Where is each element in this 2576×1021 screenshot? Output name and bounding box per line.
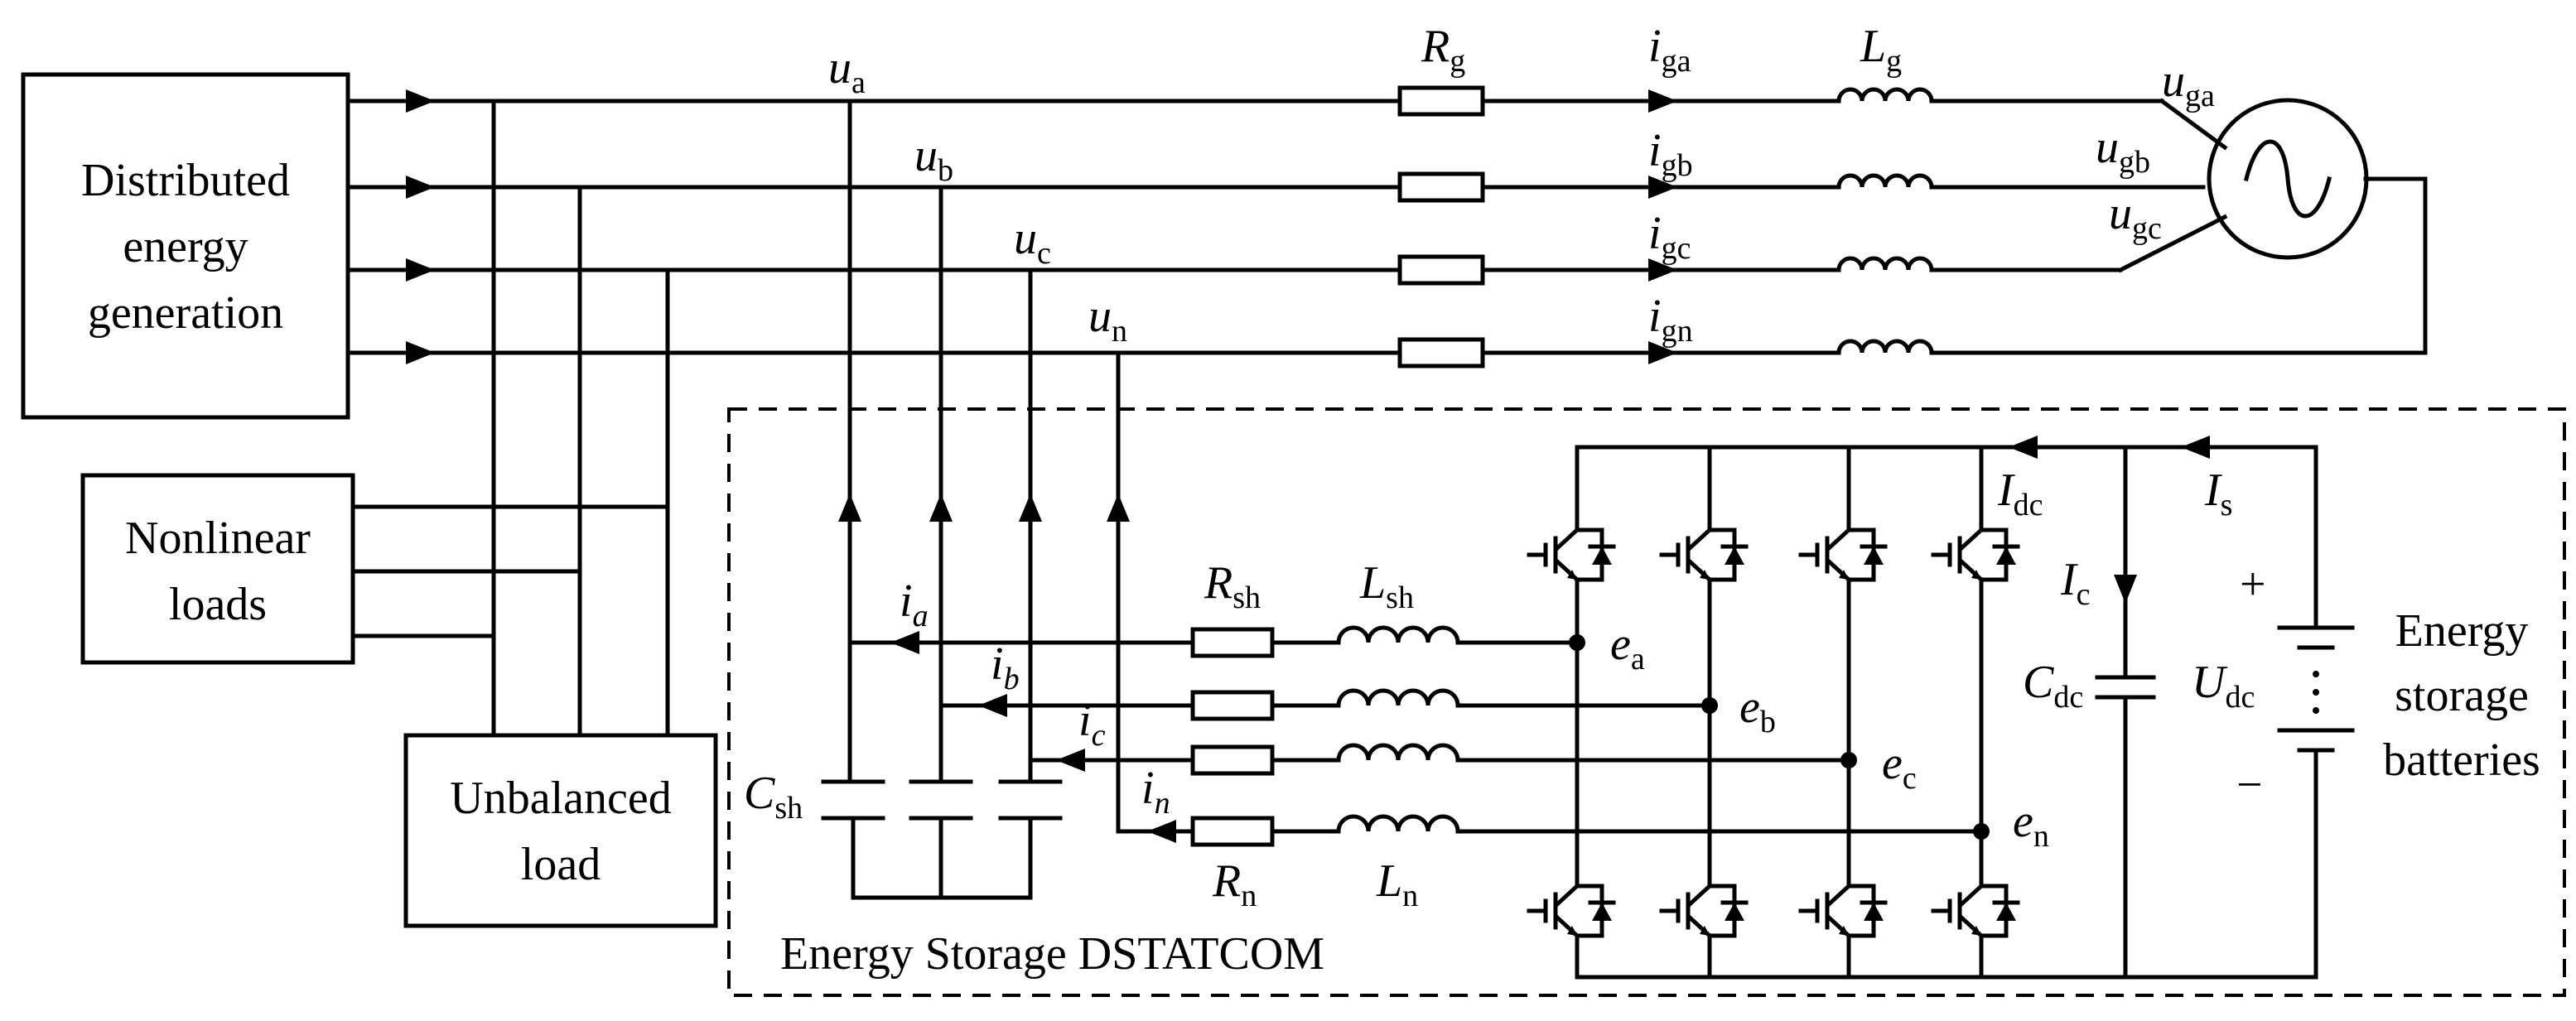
label-ic-dc: Ic	[2060, 554, 2091, 612]
unbalanced-load-block: Unbalanced load	[403, 733, 718, 928]
label-ugb: ugb	[2096, 122, 2150, 180]
label-uga: uga	[2162, 55, 2215, 113]
dc-link-capacitor	[2095, 445, 2156, 980]
label-ub: ub	[914, 130, 953, 188]
label-lg: Lg	[1860, 21, 1902, 79]
svg-text:Unbalanced: Unbalanced	[450, 773, 671, 824]
dstatcom-phase-taps	[838, 99, 1130, 834]
svg-text:loads: loads	[169, 579, 267, 630]
battery-minus: −	[2236, 759, 2263, 811]
label-iga: iga	[1648, 21, 1691, 79]
svg-text:load: load	[521, 839, 601, 890]
label-ugc: ugc	[2109, 188, 2162, 246]
label-ic: ic	[1078, 695, 1106, 753]
inverter-bridge	[1529, 436, 2318, 980]
storage-label-1: Energy	[2395, 605, 2529, 657]
label-ua: ua	[828, 42, 866, 100]
battery-plus: +	[2240, 559, 2266, 610]
label-eb: eb	[1739, 681, 1776, 739]
load-taps	[350, 99, 670, 738]
label-ec: ec	[1882, 738, 1917, 796]
label-un: un	[1088, 291, 1127, 349]
label-rg: Rg	[1421, 21, 1465, 79]
label-igc: igc	[1648, 208, 1691, 266]
label-uc: uc	[1014, 213, 1051, 271]
filter-branches	[847, 625, 1990, 847]
storage-label-2: storage	[2395, 670, 2529, 721]
grid-resistors	[1397, 85, 1485, 368]
label-lsh: Lsh	[1359, 557, 1414, 615]
svg-text:generation: generation	[88, 287, 283, 339]
label-csh: Csh	[744, 768, 803, 826]
shunt-capacitors	[821, 779, 1063, 900]
label-in: in	[1141, 763, 1170, 821]
label-cdc: Cdc	[2023, 657, 2083, 715]
label-en: en	[2013, 796, 2049, 854]
phase-b-line	[345, 176, 2206, 199]
label-ln: Ln	[1376, 855, 1418, 913]
grid-inductors	[1836, 87, 1934, 355]
label-idc: Idc	[1997, 465, 2043, 523]
phase-c-line	[345, 214, 2228, 282]
grid-source-icon	[2207, 98, 2369, 260]
label-rn: Rn	[1212, 855, 1257, 913]
svg-text:Distributed: Distributed	[81, 155, 290, 206]
dstatcom-title: Energy Storage DSTATCOM	[780, 928, 1324, 980]
neutral-line	[345, 176, 2428, 364]
label-is: Is	[2204, 465, 2232, 523]
phase-a-line	[345, 89, 2228, 151]
storage-label-3: batteries	[2383, 734, 2540, 786]
label-rsh: Rsh	[1204, 557, 1261, 615]
svg-text:Nonlinear: Nonlinear	[125, 513, 311, 564]
label-ign: ign	[1648, 291, 1693, 349]
nonlinear-loads-block: Nonlinear loads	[80, 473, 355, 665]
label-udc: Udc	[2192, 657, 2255, 715]
distributed-generation-block: Distributed energy generation	[21, 72, 350, 420]
battery-icon	[2277, 445, 2355, 980]
label-ia: ia	[900, 576, 929, 633]
label-igb: igb	[1648, 125, 1693, 183]
label-ea: ea	[1610, 619, 1645, 677]
svg-text:energy: energy	[123, 221, 248, 272]
dstatcom-boundary	[727, 407, 2566, 997]
label-ib: ib	[991, 638, 1020, 696]
